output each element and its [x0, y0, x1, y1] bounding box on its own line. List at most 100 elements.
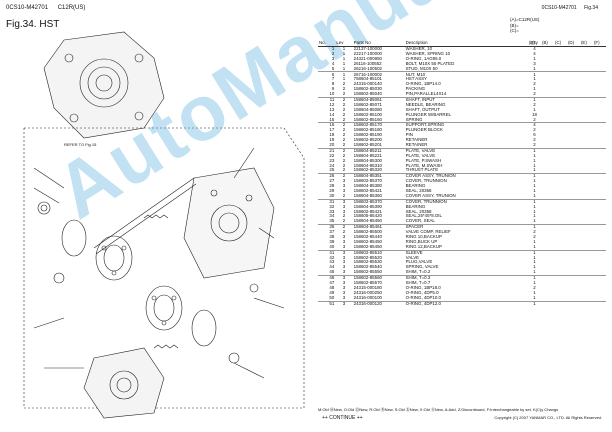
cell-qty-a: 6 — [533, 133, 536, 138]
cell-lev: 2 — [335, 142, 353, 149]
header-right: 0CS10-M42701 Fig.34 — [536, 5, 598, 11]
cell-qty-empty — [592, 219, 606, 226]
cell-part-no: 758604-85101 — [353, 77, 382, 82]
cell-qty-empty — [566, 168, 580, 175]
cell-qty-a: 2 — [533, 230, 536, 235]
cell-qty-empty — [566, 142, 580, 149]
cell-lev: 1 — [342, 77, 346, 82]
cell-lev: 3 — [342, 204, 346, 209]
cell-qty-a: 1 — [533, 199, 536, 204]
cell-qty-empty — [541, 193, 554, 200]
cell-lev: 2 — [342, 163, 346, 168]
cell-qty-empty — [541, 92, 554, 98]
exploded-diagram: REFER TO Fig.15 — [23, 31, 305, 419]
cell-description: RING 12,BACKUP — [404, 244, 529, 251]
cell-qty-a: 1 — [533, 301, 536, 306]
cell-description: COVER, TRUNNION — [405, 199, 447, 204]
cell-qty-empty — [541, 168, 554, 175]
cell-lev: 1 — [342, 51, 346, 56]
cell-qty-empty — [566, 193, 580, 200]
cell-qty-a: 1 — [528, 66, 541, 73]
cell-description: O-RING, 1AG95.0 — [405, 56, 442, 61]
cell-qty-empty — [567, 301, 580, 306]
cell-part-no: 158602-85560 — [353, 275, 382, 281]
cell-lev: 3 — [342, 209, 346, 214]
cell-lev: 3 — [342, 290, 346, 295]
cell-qty-a: 2 — [528, 117, 541, 124]
cell-no: 24 — [329, 163, 335, 168]
cell-lev: 3 — [335, 295, 353, 302]
cell-no: 40 — [318, 244, 336, 251]
cell-description: SHIM, T=0.2 — [404, 270, 529, 277]
cell-no: 49 — [329, 290, 335, 295]
cell-qty-a: 2 — [528, 92, 541, 98]
cell-qty-a: 1 — [533, 239, 536, 244]
cell-no: 7 — [331, 77, 335, 82]
cell-lev: 1 — [335, 66, 353, 73]
cell-description: SUPPORT,SPRING — [405, 122, 445, 128]
cell-qty-empty — [541, 270, 554, 277]
cell-no: 31 — [329, 199, 335, 204]
cell-no: 18 — [329, 133, 335, 138]
cell-qty-a: 1 — [533, 173, 536, 179]
doc-code: 0CS10-M42701 — [6, 5, 49, 11]
cell-part-no: 158602-85440 — [353, 234, 382, 239]
cell-description: BEARING — [405, 184, 426, 189]
cell-no: 47 — [329, 280, 335, 286]
lower-housing — [83, 347, 165, 419]
cell-lev: 3 — [342, 199, 346, 204]
swash-plate — [61, 219, 87, 257]
cell-qty-empty — [553, 244, 567, 251]
cell-qty-a: 3 — [533, 61, 536, 66]
cell-qty-a: 1 — [533, 184, 536, 189]
parts-table: No. Lev Parts No Description (A) (B) (C)… — [318, 40, 606, 306]
cell-qty-a: 1 — [528, 270, 541, 277]
cell-description: PIN,PARALLEL4X14 — [404, 92, 529, 98]
legend-line: (B)= — [510, 22, 519, 28]
cell-qty-a: 18 — [532, 112, 537, 117]
cell-description: PLATE, P.SWASH — [405, 158, 442, 163]
cell-qty-empty — [566, 270, 580, 277]
cell-description: SEAL, 20358 — [405, 188, 432, 193]
cell-description: VALVE COMP, RELIEF — [405, 230, 451, 235]
plunger-barrel-left — [95, 235, 133, 281]
cell-part-no: 22137-100000 — [353, 46, 382, 52]
cell-lev: 3 — [335, 244, 353, 251]
cell-qty-empty — [592, 244, 606, 251]
cell-lev: 2 — [342, 214, 346, 219]
cell-part-no: 158604-85460 — [352, 219, 405, 226]
cell-part-no: 158604-85390 — [353, 204, 382, 209]
cell-part-no: 24321-000950 — [353, 56, 382, 61]
cell-qty-empty — [592, 270, 606, 277]
cell-qty-a: 1 — [528, 219, 541, 226]
cell-no: 46 — [329, 275, 335, 281]
cell-no: 13 — [329, 107, 335, 112]
cell-description: PIN — [405, 133, 413, 138]
cell-lev: 2 — [342, 173, 346, 179]
cell-qty-a: 1 — [533, 97, 536, 102]
cell-qty-empty — [553, 117, 567, 124]
cell-no: 19 — [329, 138, 335, 143]
center-block — [183, 167, 275, 279]
legend-line: (A)=C12R(US) — [510, 17, 540, 22]
cell-qty-empty — [579, 117, 593, 124]
col-header-qc: (C) — [553, 40, 567, 47]
cell-description: RETAINER — [405, 138, 428, 143]
cell-qty-a: 1 — [533, 275, 536, 281]
cell-description: SHIM, T=0.3 — [405, 275, 431, 281]
cell-no: 30 — [318, 193, 336, 200]
cell-part-no: 24316-000100 — [352, 295, 405, 302]
cell-lev: 3 — [342, 188, 346, 193]
cell-lev: 2 — [342, 102, 346, 107]
cell-qty-a: 4 — [533, 51, 536, 56]
